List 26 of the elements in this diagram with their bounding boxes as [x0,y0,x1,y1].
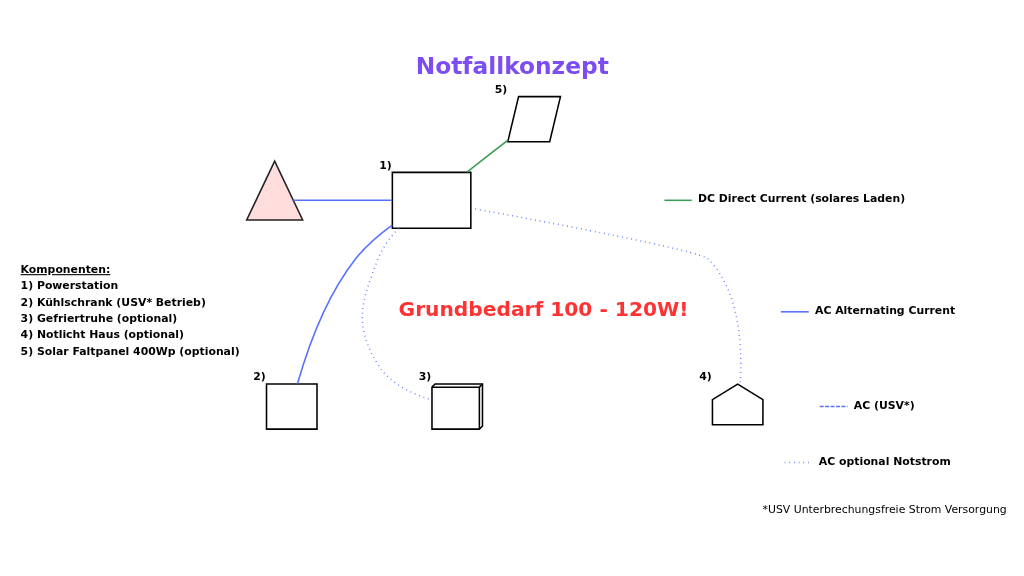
diagram-title: Notfallkonzept [415,51,609,79]
legend-label: AC optional Notstrom [818,454,951,468]
connector [466,138,509,173]
label: 4) Notlicht Haus (optional) [20,327,184,341]
label: Komponenten: [20,262,111,276]
legend-label: AC (USV*) [853,398,915,412]
node-box [265,382,318,430]
node-label: 5) [494,82,508,96]
node-house [711,382,764,426]
picture [245,158,304,221]
node-label: 1) [379,158,392,172]
label: Grundbedarf 100 - 120W! [398,296,689,321]
node-label: 4) [699,369,712,383]
label: *USV Unterbrechungsfreie Strom Versorgung [762,502,1007,516]
node-box [391,171,472,229]
legend-label: AC Alternating Current [814,303,956,317]
label: 2) Kühlschrank (USV* Betrieb) [20,295,206,309]
node-label: 2) [253,369,266,383]
connector [292,199,393,201]
connector [296,223,394,385]
label: 3) Gefriertruhe (optional) [20,311,178,325]
label: 1) Powerstation [20,278,119,292]
label: 5) Solar Faltpanel 400Wp (optional) [20,344,240,358]
node-label: 3) [418,369,432,383]
node-parallelogram [506,95,562,142]
legend-label: DC Direct Current (solares Laden) [698,191,906,205]
